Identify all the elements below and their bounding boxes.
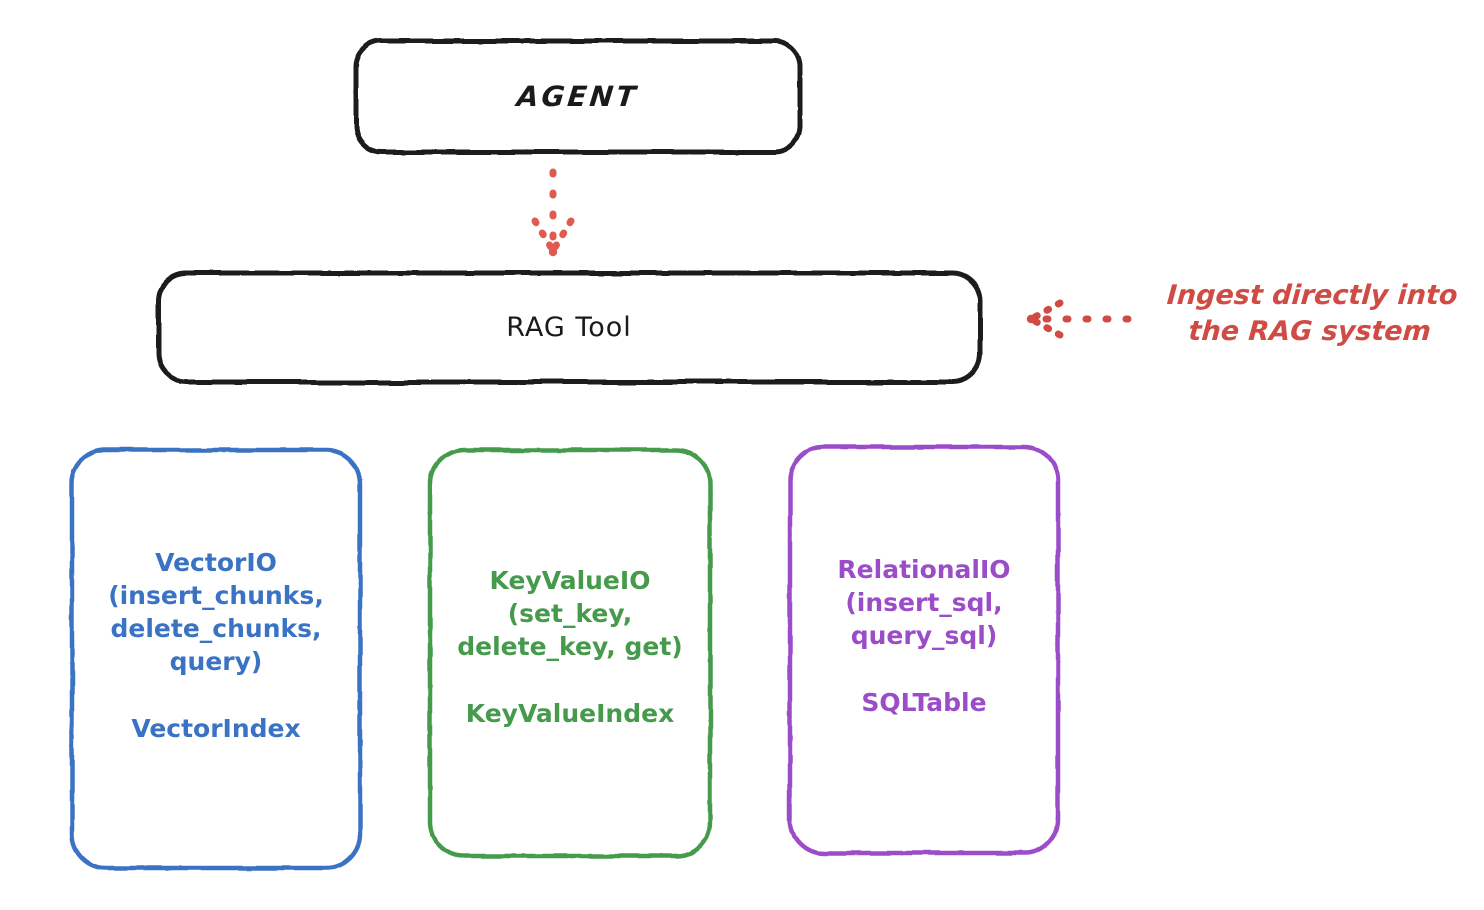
rag-tool-box-outline [155,270,983,385]
relational-io-api-line: query_sql) [850,621,998,650]
relational-io-api-lines: RelationalIO (insert_sql, query_sql) [837,553,1010,652]
ingest-note-annotation: Ingest directly into the RAG system [1144,278,1479,349]
key-value-io-node[interactable]: KeyValueIO (set_key, delete_key, get) Ke… [428,448,712,858]
key-value-index-label: KeyValueIndex [465,699,675,728]
vector-io-api-lines: VectorIO (insert_chunks, delete_chunks, … [108,546,324,678]
key-value-io-index-line: KeyValueIndex [457,697,682,730]
vector-io-api-line: VectorIO [155,547,277,577]
rag-tool-node[interactable]: RAG Tool [157,272,981,383]
rag-tool-label: RAG Tool [506,312,632,343]
sql-table-label: SQLTable [861,688,987,717]
relational-io-content: RelationalIO (insert_sql, query_sql) SQL… [837,553,1010,719]
vector-io-node[interactable]: VectorIO (insert_chunks, delete_chunks, … [70,448,362,870]
key-value-io-api-line: (set_key, [507,599,633,628]
relational-io-index-line: SQLTable [837,686,1010,719]
key-value-io-api-lines: KeyValueIO (set_key, delete_key, get) [457,564,682,663]
vector-io-index-line: VectorIndex [108,712,324,745]
relational-io-api-line: (insert_sql, [845,588,1003,617]
vector-io-box-outline [69,447,363,871]
agent-to-rag-connector-icon [531,168,575,257]
relational-io-api-line: RelationalIO [837,555,1011,584]
relational-io-node[interactable]: RelationalIO (insert_sql, query_sql) SQL… [788,445,1060,855]
key-value-io-box-outline [427,447,713,859]
key-value-io-api-line: KeyValueIO [489,566,651,595]
vector-io-api-line: (insert_chunks, [108,580,324,610]
agent-label: AGENT [515,80,641,113]
ingest-note-line: the RAG system [1187,315,1432,347]
key-value-io-content: KeyValueIO (set_key, delete_key, get) Ke… [457,564,682,730]
key-value-io-api-line: delete_key, get) [457,632,683,661]
vector-io-api-line: delete_chunks, [110,613,322,643]
vector-io-api-line: query) [169,646,263,676]
agent-node[interactable]: AGENT [355,40,801,153]
vector-io-content: VectorIO (insert_chunks, delete_chunks, … [108,546,324,745]
ingest-note-line: Ingest directly into [1165,280,1459,311]
ingest-note-connector-icon [1026,299,1132,339]
vector-index-label: VectorIndex [131,713,301,743]
agent-box-outline [353,38,803,155]
relational-io-box-outline [787,444,1061,856]
